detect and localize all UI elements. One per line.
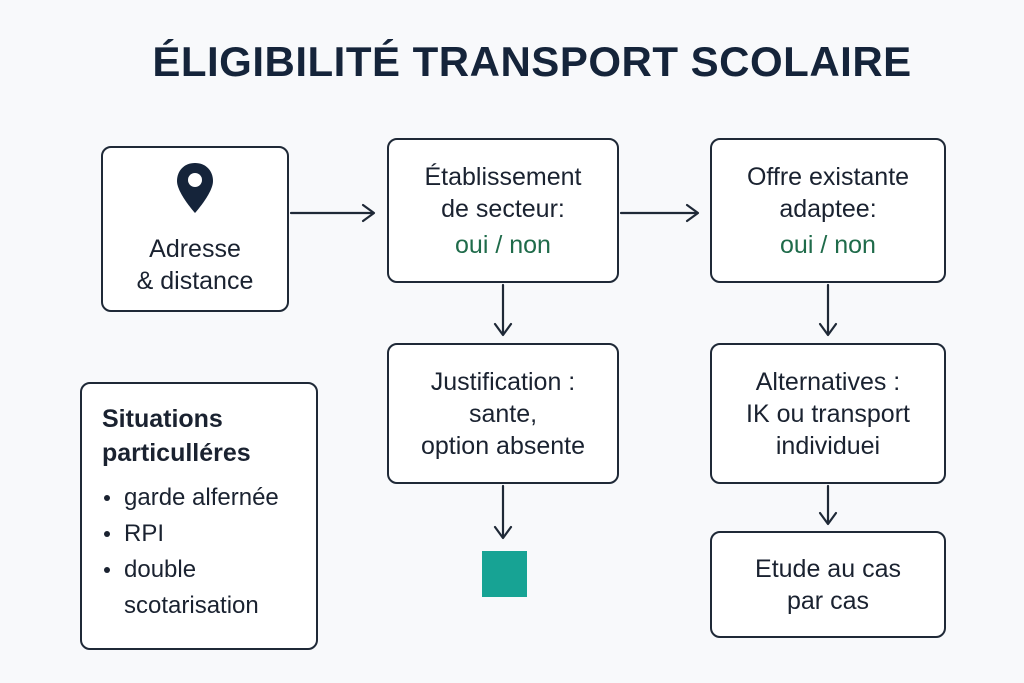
- arrow-alternatives-to-etude: [818, 484, 838, 526]
- special-situations-panel: Situations particulléres garde alfernée …: [80, 382, 318, 650]
- node-school-line1: Établissement: [424, 162, 582, 191]
- node-address-line2: & distance: [136, 267, 254, 295]
- node-justification-line1: Justification :: [430, 367, 576, 396]
- map-pin-icon: [175, 161, 215, 223]
- list-item-text: RPI: [124, 520, 165, 547]
- node-etude-line2: par cas: [787, 586, 869, 615]
- node-alternatives-line1: Alternatives :: [755, 367, 901, 396]
- node-school-answer: oui / non: [455, 230, 551, 259]
- node-offer-line1: Offre existante: [746, 162, 910, 191]
- node-address-line1: Adresse: [149, 235, 241, 263]
- list-item: garde alfernée: [102, 480, 279, 516]
- special-situations-title-line1: Situations: [102, 405, 223, 433]
- node-school-sector: Établissement de secteur: oui / non: [387, 138, 619, 283]
- node-etude-line1: Etude au cas: [755, 554, 901, 583]
- special-situations-title: Situations particulléres: [102, 402, 251, 470]
- node-address-distance: Adresse & distance: [101, 146, 289, 312]
- list-item: RPI: [102, 516, 279, 552]
- page-title: ÉLIGIBILITÉ TRANSPORT SCOLAIRE: [152, 38, 912, 85]
- bullet-icon: [104, 531, 110, 537]
- bullet-icon: [104, 567, 110, 573]
- list-item: double: [102, 552, 279, 588]
- node-offer-answer: oui / non: [780, 230, 876, 259]
- list-item-text: scotarisation: [124, 592, 259, 619]
- node-school-line2: de secteur:: [441, 194, 565, 223]
- special-situations-title-line2: particulléres: [102, 439, 251, 467]
- bullet-icon: [104, 495, 110, 501]
- list-item-text: garde alfernée: [124, 484, 279, 511]
- arrow-offer-to-alternatives: [818, 283, 838, 337]
- node-offer-line2: adaptee:: [779, 194, 877, 223]
- node-case-study: Etude au cas par cas: [710, 531, 946, 638]
- arrow-school-to-offer: [619, 203, 700, 223]
- node-existing-offer: Offre existante adaptee: oui / non: [710, 138, 946, 283]
- list-item: scotarisation: [102, 588, 279, 624]
- special-situations-list: garde alfernée RPI double scotarisation: [102, 480, 279, 624]
- arrow-school-to-justification: [493, 283, 513, 337]
- list-item-text: double: [124, 556, 197, 583]
- node-alternatives-line3: individuei: [775, 431, 881, 460]
- arrow-address-to-school: [289, 203, 376, 223]
- node-alternatives: Alternatives : IK ou transport individue…: [710, 343, 946, 484]
- node-justification-line3: option absente: [420, 431, 586, 460]
- result-square-marker: [482, 551, 527, 597]
- arrow-justification-to-result: [493, 484, 513, 540]
- node-justification: Justification : sante, option absente: [387, 343, 619, 484]
- node-alternatives-line2: IK ou transport: [746, 399, 910, 428]
- node-justification-line2: sante,: [468, 399, 538, 428]
